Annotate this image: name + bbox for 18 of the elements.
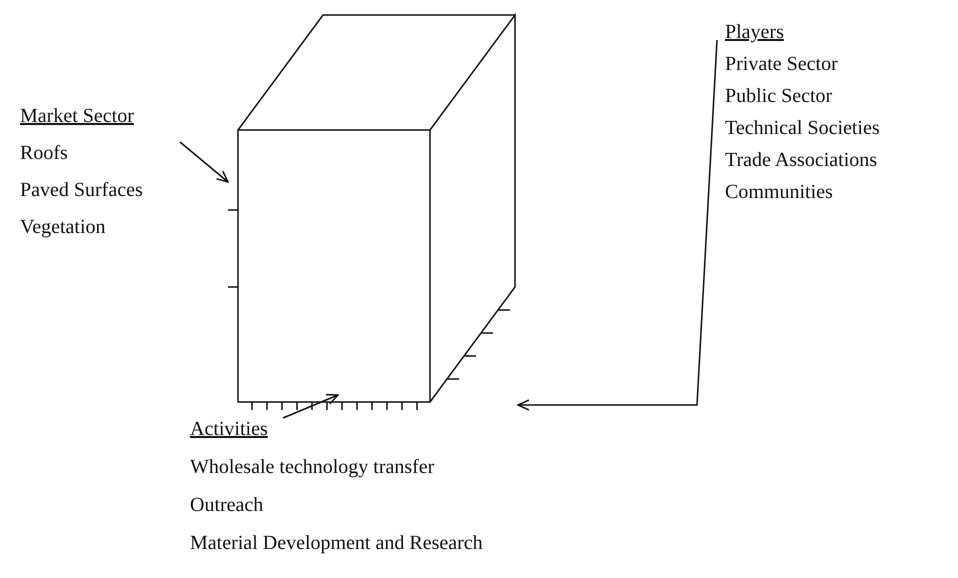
- list-item: Private Sector: [725, 52, 838, 77]
- list-item: Roofs: [20, 141, 68, 166]
- cube-drawing: [227, 12, 516, 411]
- list-item: Vegetation: [20, 215, 106, 240]
- arrow: [282, 394, 339, 419]
- arrow: [180, 141, 229, 183]
- list-item: Communities: [725, 180, 833, 205]
- list-item: Material Development and Research: [190, 531, 483, 556]
- list-item: Public Sector: [725, 84, 832, 109]
- list-item: Outreach: [190, 493, 264, 518]
- list-item: Wholesale technology transfer: [190, 455, 434, 480]
- list-item: Paved Surfaces: [20, 178, 143, 203]
- heading: Players: [725, 20, 784, 45]
- list-item: Trade Associations: [725, 148, 878, 173]
- arrow: [517, 40, 718, 411]
- heading: Activities: [190, 417, 268, 442]
- heading: Market Sector: [20, 104, 134, 129]
- list-item: Technical Societies: [725, 116, 880, 141]
